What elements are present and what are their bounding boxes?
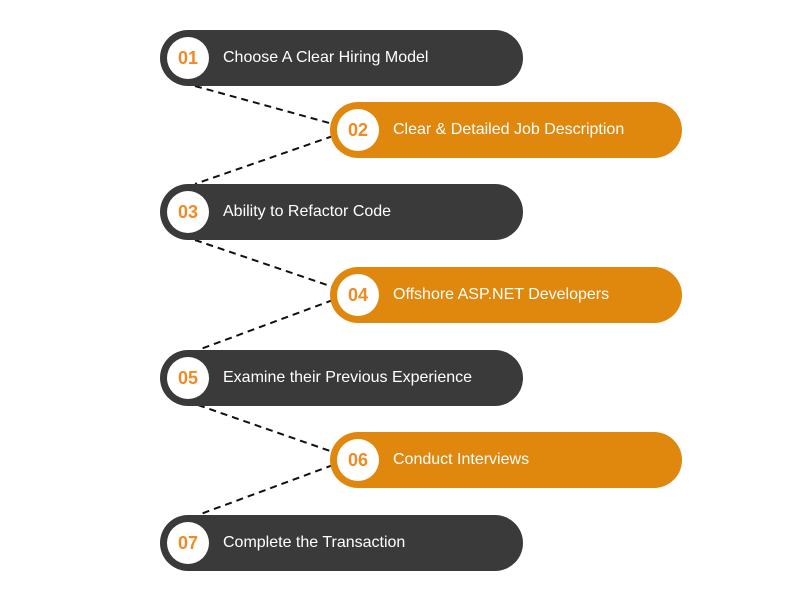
step-5: 05 Examine their Previous Experience: [160, 350, 523, 406]
step-label: Ability to Refactor Code: [223, 203, 392, 220]
step-number-badge: 04: [337, 274, 379, 316]
step-4: 04 Offshore ASP.NET Developers: [330, 267, 682, 323]
step-label: Choose A Clear Hiring Model: [223, 49, 429, 66]
connector-1-2: [194, 85, 334, 125]
step-number-badge: 06: [337, 439, 379, 481]
step-7: 07 Complete the Transaction: [160, 515, 523, 571]
step-number-badge: 05: [167, 357, 209, 399]
step-label: Clear & Detailed Job Description: [393, 121, 625, 138]
step-number-badge: 01: [167, 37, 209, 79]
connector-5-6: [197, 404, 334, 453]
step-number-badge: 07: [167, 522, 209, 564]
step-2: 02 Clear & Detailed Job Description: [330, 102, 682, 158]
step-label: Conduct Interviews: [393, 451, 530, 468]
connector-2-3: [194, 135, 334, 185]
connector-4-5: [197, 299, 334, 351]
step-3: 03 Ability to Refactor Code: [160, 184, 523, 240]
step-label: Offshore ASP.NET Developers: [393, 286, 610, 303]
step-number-badge: 03: [167, 191, 209, 233]
step-label: Examine their Previous Experience: [223, 369, 473, 386]
connector-3-4: [194, 239, 334, 288]
connector-6-7: [197, 464, 334, 516]
step-1: 01 Choose A Clear Hiring Model: [160, 30, 523, 86]
step-number-badge: 02: [337, 109, 379, 151]
step-label: Complete the Transaction: [223, 534, 406, 551]
step-6: 06 Conduct Interviews: [330, 432, 682, 488]
